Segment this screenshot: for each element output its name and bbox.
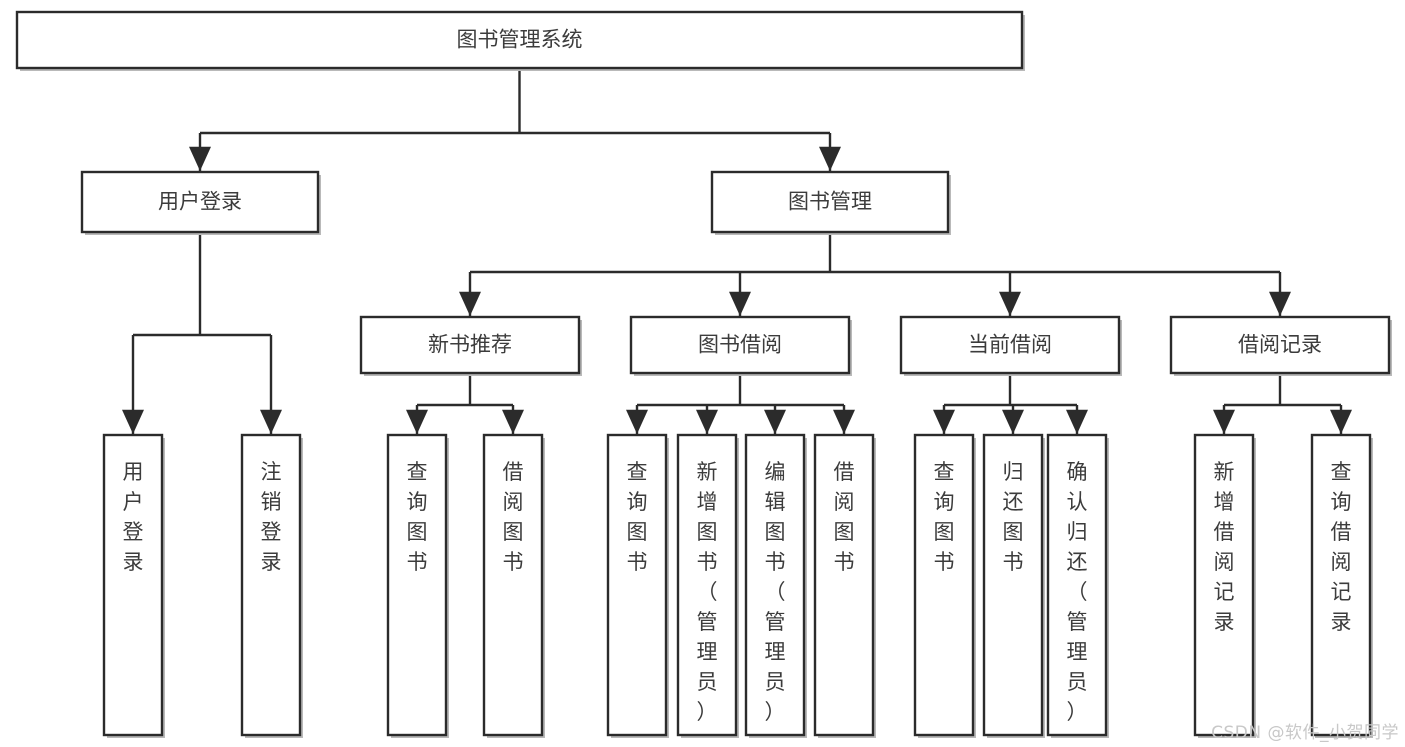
node-borrow-record[interactable]: 借阅记录 — [1169, 315, 1392, 376]
node-new-book-recommend-box[interactable] — [359, 315, 581, 375]
node-leaf-rec-borrow-book-label: 借阅图书 — [503, 461, 524, 574]
node-leaf-borrow-borrow-book-label: 借阅图书 — [834, 461, 855, 574]
node-leaf-logout[interactable]: 注销登录 — [240, 433, 303, 738]
node-current-borrow[interactable]: 当前借阅 — [899, 315, 1122, 376]
node-leaf-logout-label: 注销登录 — [261, 461, 282, 574]
arrow-head-icon — [1002, 409, 1024, 434]
node-leaf-rec-query-book-label: 查询图书 — [407, 461, 428, 574]
node-book-manage-label: 图书管理 — [788, 191, 872, 214]
arrow-head-icon — [819, 146, 841, 171]
node-leaf-borrow-edit-book-label: 编辑图书（管理员） — [765, 461, 786, 724]
node-new-book-recommend[interactable]: 新书推荐 — [359, 315, 582, 376]
node-leaf-borrow-edit-book[interactable]: 编辑图书（管理员） — [744, 433, 807, 738]
node-user-login-label: 用户登录 — [158, 191, 242, 214]
arrow-head-icon — [833, 409, 855, 434]
node-borrow-record-box[interactable] — [1169, 315, 1391, 375]
node-leaf-rec-add-record-box[interactable] — [1193, 433, 1255, 737]
node-leaf-borrow-edit-book-box[interactable] — [744, 433, 806, 737]
node-root-box[interactable] — [15, 10, 1024, 70]
node-leaf-user-login-label: 用户登录 — [123, 461, 144, 574]
arrow-head-icon — [933, 409, 955, 434]
node-leaf-user-login-box[interactable] — [102, 433, 164, 737]
arrow-head-icon — [189, 146, 211, 171]
node-current-borrow-label: 当前借阅 — [968, 334, 1052, 357]
node-leaf-rec-query-record-box[interactable] — [1310, 433, 1372, 737]
node-root[interactable]: 图书管理系统 — [15, 10, 1025, 71]
node-leaf-cur-query-book-label: 查询图书 — [934, 461, 955, 574]
arrow-head-icon — [626, 409, 648, 434]
node-book-manage-box[interactable] — [710, 170, 950, 234]
arrow-head-icon — [1066, 409, 1088, 434]
arrow-head-icon — [696, 409, 718, 434]
node-leaf-cur-query-book[interactable]: 查询图书 — [913, 433, 976, 738]
node-leaf-borrow-borrow-book-box[interactable] — [813, 433, 875, 737]
arrow-head-icon — [764, 409, 786, 434]
node-leaf-borrow-query-book[interactable]: 查询图书 — [606, 433, 669, 738]
node-current-borrow-box[interactable] — [899, 315, 1121, 375]
node-leaf-cur-confirm-return-label: 确认归还（管理员） — [1067, 461, 1088, 724]
arrow-head-icon — [502, 409, 524, 434]
node-leaf-rec-query-book-box[interactable] — [386, 433, 448, 737]
node-leaf-borrow-add-book-box[interactable] — [676, 433, 738, 737]
node-leaf-cur-return-book-label: 归还图书 — [1003, 461, 1024, 574]
node-leaf-cur-confirm-return[interactable]: 确认归还（管理员） — [1046, 433, 1109, 738]
arrow-head-icon — [459, 291, 481, 316]
node-leaf-rec-add-record-label: 新增借阅记录 — [1214, 461, 1235, 634]
node-leaf-rec-borrow-book[interactable]: 借阅图书 — [482, 433, 545, 738]
node-leaf-logout-box[interactable] — [240, 433, 302, 737]
arrow-head-icon — [729, 291, 751, 316]
connector-edges — [122, 68, 1352, 434]
node-book-manage[interactable]: 图书管理 — [710, 170, 951, 235]
arrow-head-icon — [1330, 409, 1352, 434]
arrow-head-icon — [260, 409, 282, 434]
node-book-borrow-label: 图书借阅 — [698, 334, 782, 357]
node-borrow-record-label: 借阅记录 — [1238, 334, 1322, 357]
node-leaf-rec-query-record-label: 查询借阅记录 — [1331, 461, 1352, 634]
node-leaf-cur-return-book[interactable]: 归还图书 — [982, 433, 1045, 738]
node-leaf-user-login[interactable]: 用户登录 — [102, 433, 165, 738]
node-leaf-cur-query-book-box[interactable] — [913, 433, 975, 737]
arrow-head-icon — [999, 291, 1021, 316]
arrow-head-icon — [1213, 409, 1235, 434]
arrow-head-icon — [1269, 291, 1291, 316]
arrow-head-icon — [122, 409, 144, 434]
node-root-label: 图书管理系统 — [457, 29, 583, 52]
node-leaf-rec-query-record[interactable]: 查询借阅记录 — [1310, 433, 1373, 738]
node-leaf-borrow-add-book[interactable]: 新增图书（管理员） — [676, 433, 739, 738]
arrow-head-icon — [406, 409, 428, 434]
node-user-login[interactable]: 用户登录 — [80, 170, 321, 235]
node-leaf-borrow-query-book-label: 查询图书 — [627, 461, 648, 574]
node-leaf-cur-confirm-return-box[interactable] — [1046, 433, 1108, 737]
node-leaf-borrow-add-book-label: 新增图书（管理员） — [697, 461, 718, 724]
diagram-nodes: 图书管理系统用户登录图书管理新书推荐图书借阅当前借阅借阅记录用户登录注销登录查询… — [15, 10, 1392, 738]
node-leaf-borrow-borrow-book[interactable]: 借阅图书 — [813, 433, 876, 738]
node-book-borrow-box[interactable] — [629, 315, 851, 375]
node-user-login-box[interactable] — [80, 170, 320, 234]
node-leaf-rec-add-record[interactable]: 新增借阅记录 — [1193, 433, 1256, 738]
node-leaf-borrow-query-book-box[interactable] — [606, 433, 668, 737]
node-book-borrow[interactable]: 图书借阅 — [629, 315, 852, 376]
node-new-book-recommend-label: 新书推荐 — [428, 334, 512, 357]
node-leaf-cur-return-book-box[interactable] — [982, 433, 1044, 737]
node-leaf-rec-query-book[interactable]: 查询图书 — [386, 433, 449, 738]
node-leaf-rec-borrow-book-box[interactable] — [482, 433, 544, 737]
